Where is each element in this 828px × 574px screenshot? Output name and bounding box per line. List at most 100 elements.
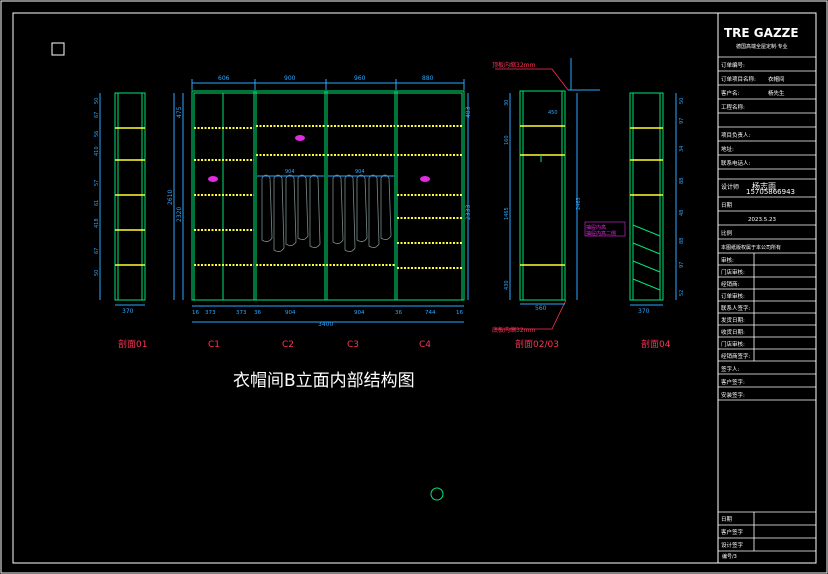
left-dim-top: 475 <box>176 106 183 118</box>
title-block-label: 订单项目名称: <box>721 75 756 83</box>
title-block-value: 衣帽间 <box>768 75 785 83</box>
notice: 本图纸版权属于本公司所有 <box>721 244 781 251</box>
label-section-01: 剖面01 <box>118 338 147 350</box>
approval-row: 收货日期: <box>721 328 745 336</box>
brand-logo: TRE GAZZE <box>724 26 799 40</box>
brand-subtitle: 德国高端全屋定制·专业 <box>736 43 788 50</box>
origin-marker <box>430 487 444 501</box>
approval-row: 经销商: <box>721 280 740 288</box>
rail-dim-c2: 904 <box>285 169 295 175</box>
section-01-height: 56 <box>94 131 100 137</box>
bottom-subdim: 744 <box>425 310 436 316</box>
main-elevation: 606 900 960 880 <box>167 75 472 350</box>
section-01-height: 50 <box>94 98 100 104</box>
top-dim-c4: 880 <box>422 75 434 82</box>
side-h-4: 430 <box>504 280 510 290</box>
title-block-label: 联系电话人: <box>721 159 751 167</box>
signature-row: 安装签字: <box>721 391 745 399</box>
section-04-width: 370 <box>638 308 650 315</box>
approval-row: 门店审核: <box>721 340 745 348</box>
signature-row: 客户签字: <box>721 378 745 386</box>
hanging-clothes <box>261 174 392 252</box>
section-01-height: 50 <box>94 270 100 276</box>
section-01-height: 57 <box>94 180 100 186</box>
bottom-subdim: 904 <box>354 310 365 316</box>
section-01-width: 370 <box>122 308 134 315</box>
section-01-height: 67 <box>94 248 100 254</box>
section-04-height: 88 <box>679 238 685 244</box>
drawer-handles <box>208 135 430 182</box>
label-c4: C4 <box>419 340 431 350</box>
title-block-label: 工程名称: <box>721 103 745 111</box>
label-c2: C2 <box>282 340 294 350</box>
title-block: TRE GAZZE 德国高端全屋定制·专业 订单编号: 订单项目名称: 衣帽间客户名… <box>717 12 817 564</box>
side-h-2: 1465 <box>504 207 510 220</box>
title-block-value: 杨先生 <box>768 89 785 97</box>
bottom-subdim: 16 <box>456 310 463 316</box>
side-depth-inner: 450 <box>548 110 558 116</box>
top-dim-c1: 606 <box>218 75 230 82</box>
side-h-5: 160 <box>504 135 510 145</box>
section-04-height: 52 <box>679 290 685 296</box>
designer-name: 杨志雨 <box>752 181 776 191</box>
note-bottom-inset: 底板内缩32mm <box>492 326 535 334</box>
approval-row: 订单审核: <box>721 292 745 300</box>
date-label: 日期 <box>721 202 733 209</box>
section-01-view: 50 67 56 410 57 61 418 67 50 370 剖面01 <box>94 92 147 350</box>
title-block-label: 项目负责人: <box>721 131 751 139</box>
approval-row: 发货日期: <box>721 316 745 324</box>
right-dim-top: 483 <box>465 106 472 118</box>
side-h-3: 2463 <box>576 197 582 210</box>
section-04-height: 48 <box>679 210 685 216</box>
section-01-height: 67 <box>94 112 100 118</box>
left-dim-inner: 2320 <box>176 207 183 222</box>
approval-row: 联系人签字: <box>721 304 751 312</box>
footer-code: 编号/3 <box>722 553 737 560</box>
title-block-label: 客户名: <box>721 89 740 97</box>
section-02-03-view: 顶板内缩32mm 底板内缩32mm 抽屉内高 抽屉内高二侧 450 560 30… <box>492 58 626 350</box>
designer-phone: 15705866943 <box>746 188 795 196</box>
title-block-label: 订单编号: <box>721 61 745 69</box>
footer-row: 客户签字 <box>721 528 744 536</box>
section-01-height: 61 <box>94 200 100 206</box>
top-dim-c2: 900 <box>284 75 296 82</box>
bottom-subdim: 36 <box>254 310 261 316</box>
signature-row: 签字人: <box>721 365 740 373</box>
note-top-inset: 顶板内缩32mm <box>492 61 535 69</box>
section-01-height: 418 <box>94 218 100 228</box>
label-c1: C1 <box>208 340 220 350</box>
side-h-1: 30 <box>504 100 510 106</box>
left-dim-total: 2610 <box>167 190 174 205</box>
section-04-height: 88 <box>679 178 685 184</box>
section-01-height: 410 <box>94 146 100 156</box>
top-dim-c3: 960 <box>354 75 366 82</box>
magenta-note-2: 抽屉内高二侧 <box>586 230 616 237</box>
date-value: 2023.5.23 <box>748 217 776 223</box>
overall-width: 3400 <box>318 321 333 328</box>
rail-dim-c3: 904 <box>355 169 365 175</box>
approval-row: 经销商签字: <box>721 352 751 360</box>
title-block-label: 地址: <box>721 145 734 153</box>
label-c3: C3 <box>347 340 359 350</box>
viewport-marker-square <box>51 42 65 56</box>
magenta-note-1: 抽屉内高 <box>586 224 606 231</box>
label-section-02-03: 剖面02/03 <box>515 338 559 350</box>
footer-row: 设计签字 <box>721 541 744 549</box>
bottom-subdim: 16 <box>192 310 199 316</box>
label-section-04: 剖面04 <box>641 338 671 350</box>
designer-label: 设计师 <box>721 183 739 191</box>
footer-row: 日期 <box>721 516 733 523</box>
bottom-subdim: 904 <box>285 310 296 316</box>
approval-row: 门店审核: <box>721 268 745 276</box>
bottom-subdim: 373 <box>205 310 216 316</box>
right-dim-inner: 2333 <box>465 205 472 220</box>
section-04-height: 97 <box>679 262 685 268</box>
bottom-subdim: 373 <box>236 310 247 316</box>
section-04-height: 97 <box>679 118 685 124</box>
side-depth-total: 560 <box>535 305 547 312</box>
drawing-title: 衣帽间B立面内部结构图 <box>233 371 415 391</box>
approval-row: 审核: <box>721 256 734 264</box>
